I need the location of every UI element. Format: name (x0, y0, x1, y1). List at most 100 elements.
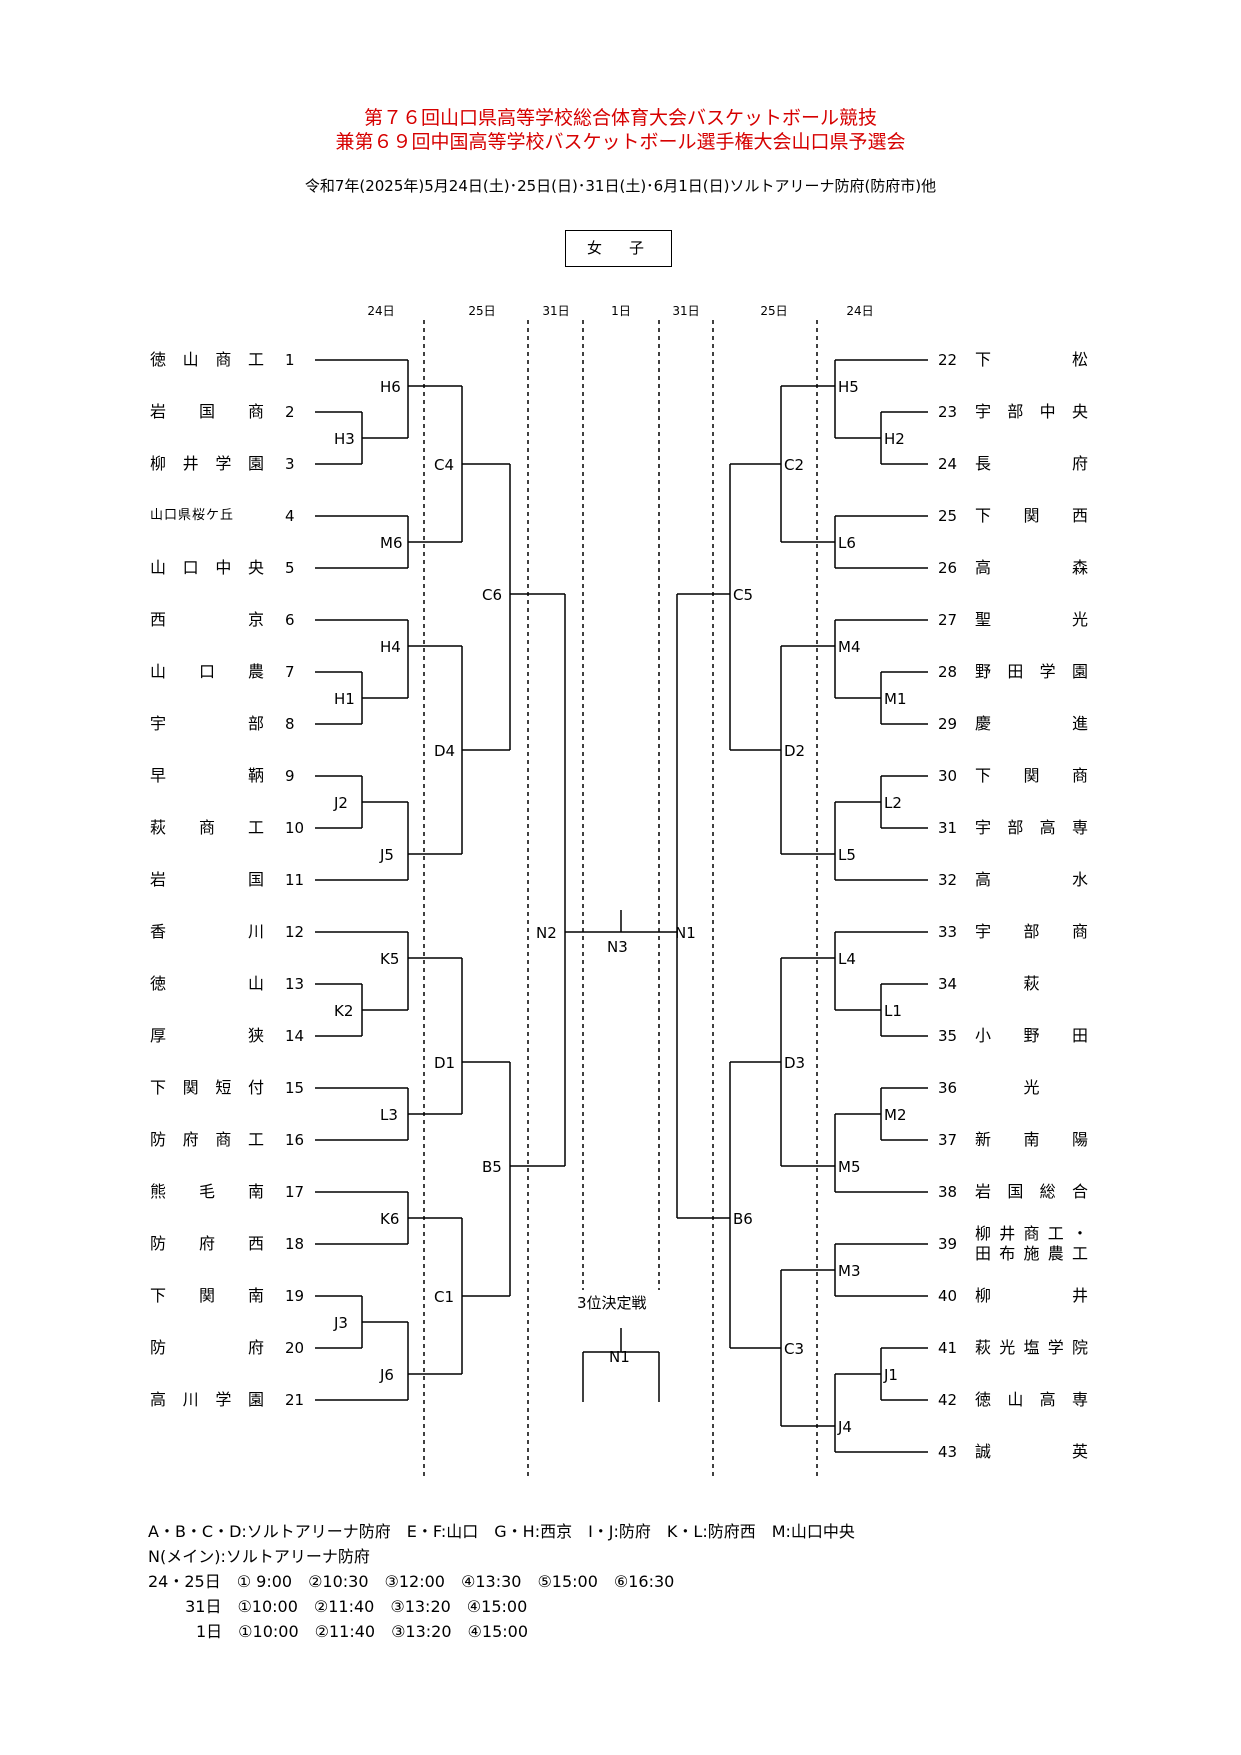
team-number-left: 3 (285, 455, 295, 473)
match-label: L6 (838, 534, 856, 552)
match-label: H6 (380, 378, 401, 396)
match-label: H1 (334, 690, 355, 708)
team-name-left: 高川学園 (150, 1390, 264, 1409)
team-number-left: 17 (285, 1183, 305, 1201)
team-number-right: 34 (938, 975, 958, 993)
match-label: K2 (334, 1002, 354, 1020)
team-number-right: 25 (938, 507, 958, 525)
match-label: J5 (380, 846, 394, 864)
team-number-right: 32 (938, 871, 958, 889)
match-label: J3 (334, 1314, 348, 1332)
team-number-left: 10 (285, 819, 305, 837)
subtitle: 令和7年(2025年)5月24日(土)･25日(日)･31日(土)･6月1日(日… (304, 177, 937, 195)
team-number-left: 9 (285, 767, 295, 785)
team-number-left: 5 (285, 559, 295, 577)
team-name-right: 萩 (1023, 974, 1040, 993)
team-number-right: 37 (938, 1131, 958, 1149)
team-name-left: 西京 (150, 610, 264, 629)
team-name-right: 光 (1023, 1078, 1040, 1097)
team-name-left: 熊毛南 (150, 1182, 264, 1201)
team-number-left: 21 (285, 1391, 305, 1409)
team-name-left: 下関短付 (150, 1078, 264, 1097)
match-label: H4 (380, 638, 401, 656)
team-name-right: 下関西 (975, 506, 1088, 525)
match-label: D2 (784, 742, 806, 760)
team-name-right: 柳井商工・田布施農工 (975, 1224, 1088, 1263)
match-label: M1 (884, 690, 907, 708)
team-name-right: 徳山高専 (975, 1390, 1088, 1409)
match-label: L5 (838, 846, 856, 864)
category-box: 女 子 (565, 230, 672, 267)
match-label: N3 (607, 938, 628, 956)
team-number-right: 31 (938, 819, 958, 837)
team-name-left: 萩商工 (150, 818, 264, 837)
third-place-label: 3位決定戦 (577, 1294, 647, 1312)
team-number-left: 2 (285, 403, 295, 421)
team-name-right: 新南陽 (975, 1130, 1088, 1149)
footer-schedule-1: 1日 ①10:00 ②11:40 ③13:20 ④15:00 (148, 1622, 528, 1641)
title-line-1: 第７６回山口県高等学校総合体育大会バスケットボール競技 (363, 107, 877, 129)
team-number-right: 27 (938, 611, 958, 629)
team-name-left: 山口中央 (150, 558, 264, 577)
team-name-left: 宇部 (150, 714, 264, 733)
team-name-right: 宇部高専 (975, 818, 1088, 837)
team-number-left: 19 (285, 1287, 305, 1305)
team-name-left: 下関南 (150, 1286, 264, 1305)
team-name-left: 厚狭 (150, 1026, 264, 1045)
match-label: N2 (536, 924, 557, 942)
team-name-right: 宇部中央 (975, 402, 1088, 421)
team-number-left: 16 (285, 1131, 305, 1149)
team-name-left: 早鞆 (150, 766, 264, 785)
team-number-left: 15 (285, 1079, 305, 1097)
team-name-right: 柳井 (975, 1286, 1088, 1305)
team-name-right: 誠英 (975, 1442, 1088, 1461)
team-number-left: 8 (285, 715, 295, 733)
match-label: C4 (434, 456, 455, 474)
team-name-right: 宇部商 (975, 922, 1088, 941)
match-label: M4 (838, 638, 861, 656)
match-label: D3 (784, 1054, 806, 1072)
team-number-left: 1 (285, 351, 295, 369)
match-label: H5 (838, 378, 859, 396)
team-number-right: 22 (938, 351, 958, 369)
match-label: N1 (675, 924, 696, 942)
title-line-2: 兼第６９回中国高等学校バスケットボール選手権大会山口県予選会 (335, 131, 906, 153)
team-name-left: 防府 (150, 1338, 264, 1357)
match-label: B6 (733, 1210, 753, 1228)
match-label: C3 (784, 1340, 805, 1358)
team-number-right: 35 (938, 1027, 958, 1045)
match-label: J1 (884, 1366, 898, 1384)
team-name-left: 山口県桜ケ丘 (150, 508, 235, 523)
team-name-left: 香川 (150, 922, 264, 941)
team-name-left: 岩国商 (150, 402, 264, 421)
team-name-left: 柳井学園 (150, 454, 264, 473)
match-label: C6 (482, 586, 503, 604)
match-label: M3 (838, 1262, 861, 1280)
team-name-right: 高水 (975, 870, 1088, 889)
match-label: K6 (380, 1210, 400, 1228)
team-number-right: 43 (938, 1443, 958, 1461)
bracket-paths (315, 359, 928, 1453)
match-label: C2 (784, 456, 805, 474)
footer-main-venue: N(メイン):ソルトアリーナ防府 (148, 1547, 370, 1566)
match-label: J4 (838, 1418, 852, 1436)
match-label: D4 (434, 742, 456, 760)
team-name-right: 下松 (975, 350, 1088, 369)
match-label: M5 (838, 1158, 861, 1176)
match-label: L2 (884, 794, 902, 812)
day-label-right-31: 31日 (672, 304, 700, 318)
match-label: L1 (884, 1002, 902, 1020)
team-number-left: 13 (285, 975, 305, 993)
match-label: B5 (482, 1158, 502, 1176)
team-number-right: 33 (938, 923, 958, 941)
team-name-right: 高森 (975, 558, 1088, 577)
team-name-right: 萩光塩学院 (975, 1338, 1088, 1357)
footer-venues: A・B・C・D:ソルトアリーナ防府 E・F:山口 G・H:西京 I・J:防府 K… (148, 1522, 855, 1541)
team-name-left: 徳山商工 (150, 350, 264, 369)
team-number-left: 11 (285, 871, 305, 889)
team-name-right: 野田学園 (975, 662, 1088, 681)
team-number-right: 40 (938, 1287, 958, 1305)
team-number-right: 41 (938, 1339, 958, 1357)
team-number-right: 28 (938, 663, 958, 681)
team-number-right: 24 (938, 455, 958, 473)
